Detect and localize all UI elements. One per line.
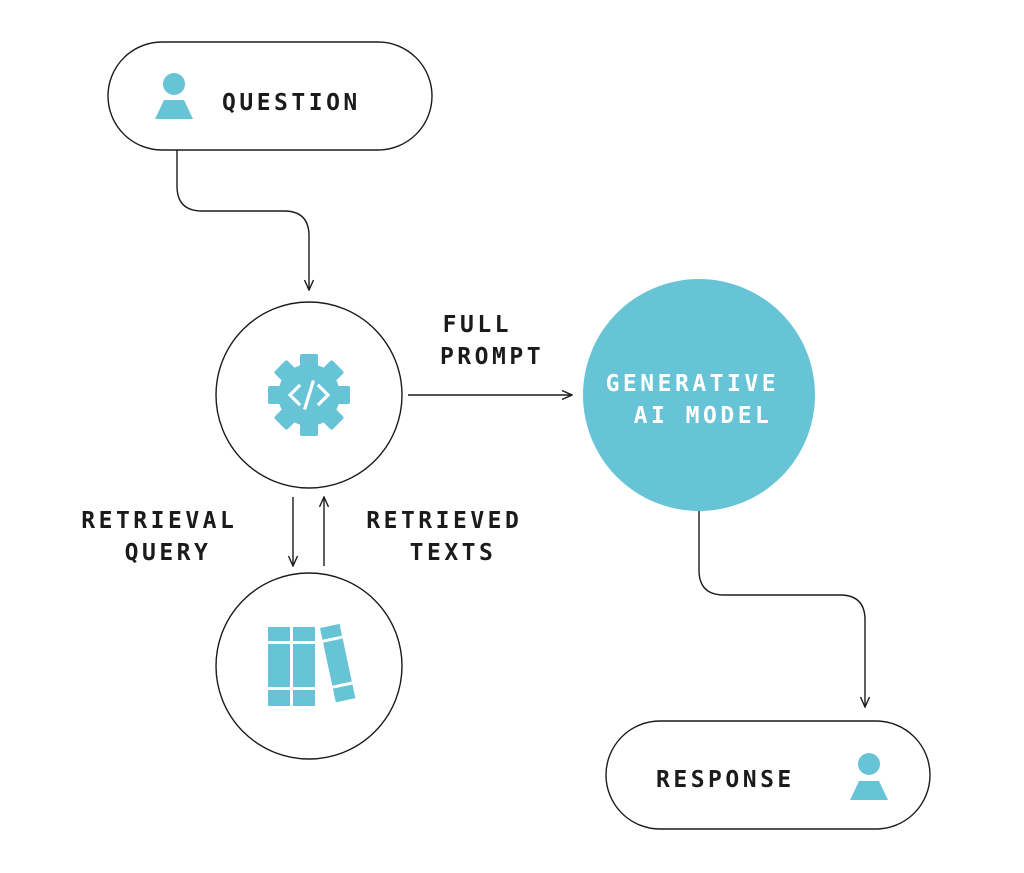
retrieval-query-line-2: QUERY: [125, 540, 212, 566]
library-node: [215, 572, 403, 760]
retrieved-texts-line-1: RETRIEVED: [366, 508, 522, 534]
model-to-response-arrow: [698, 511, 865, 707]
model-circle: [583, 279, 815, 511]
question-node: QUESTION: [107, 41, 433, 151]
full-prompt-line-2: PROMPT: [440, 344, 544, 370]
model-label-line-2: AI MODEL: [634, 403, 773, 429]
question-label: QUESTION: [222, 90, 361, 116]
retrieved-texts-label: RETRIEVED TEXTS: [366, 508, 539, 566]
library-circle: [215, 572, 403, 760]
model-label: GENERATIVE AI MODEL: [606, 371, 797, 429]
response-label: RESPONSE: [656, 767, 795, 793]
code-gear-icon: [268, 354, 350, 436]
retrieval-query-label: RETRIEVAL QUERY: [81, 508, 254, 566]
model-label-line-1: GENERATIVE: [606, 371, 779, 397]
response-node: RESPONSE: [605, 720, 931, 830]
retrieved-texts-line-2: TEXTS: [410, 540, 497, 566]
orchestrator-circle: [215, 301, 403, 489]
user-icon: [850, 753, 888, 800]
question-to-orchestrator-arrow: [176, 150, 309, 290]
retrieval-query-line-1: RETRIEVAL: [81, 508, 237, 534]
response-pill: [605, 720, 931, 830]
full-prompt-line-1: FULL: [443, 312, 512, 338]
user-icon: [155, 73, 193, 119]
full-prompt-label: FULL PROMPT: [440, 312, 544, 370]
books-icon: [268, 623, 356, 706]
question-pill: [107, 41, 433, 151]
orchestrator-node: [215, 301, 403, 489]
model-node: GENERATIVE AI MODEL: [583, 279, 815, 511]
